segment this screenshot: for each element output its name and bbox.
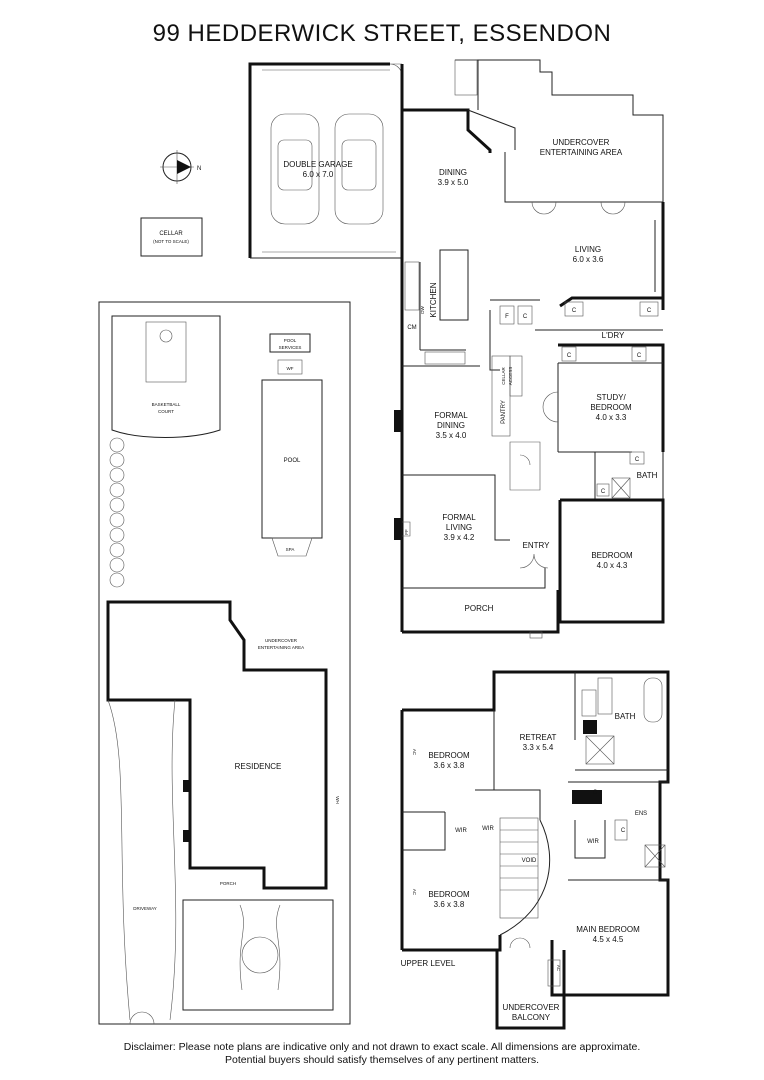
ff-label: FF <box>404 529 409 535</box>
cupboard-label: C <box>601 489 606 495</box>
cellar-access-label-2: ACCESS <box>508 367 513 386</box>
wf-label: WF <box>287 366 294 371</box>
cupboard-label: C <box>637 353 642 359</box>
main-bedroom-size: 4.5 x 4.5 <box>593 935 624 944</box>
cupboard-label: C <box>621 828 626 834</box>
living-size: 6.0 x 3.6 <box>573 255 604 264</box>
main-bedroom-label: MAIN BEDROOM <box>576 925 640 934</box>
pool-services-label: POOL <box>284 338 297 343</box>
dining-label: DINING <box>439 168 467 177</box>
wh-label: WH <box>335 796 340 804</box>
dw-label: DW <box>420 306 425 314</box>
wir-label: WIR <box>587 839 599 845</box>
balcony-label-2: BALCONY <box>512 1013 551 1022</box>
cm-label: CM <box>407 325 416 331</box>
retreat-label: RETREAT <box>520 733 557 742</box>
cellar-note: (NOT TO SCALE) <box>153 239 189 244</box>
study-size: 4.0 x 3.3 <box>596 413 627 422</box>
entertaining-label: UNDERCOVER <box>553 138 610 147</box>
ac-label: AC <box>412 889 417 896</box>
upper-level <box>400 670 670 1030</box>
site-plan <box>98 301 351 1025</box>
disclaimer-line-2: Potential buyers should satisfy themselv… <box>225 1054 539 1066</box>
cupboard-label: C <box>567 353 572 359</box>
car-icon <box>334 113 384 225</box>
garage-label: DOUBLE GARAGE <box>283 160 352 169</box>
bedroom-label: BEDROOM <box>591 551 633 560</box>
residence-label: RESIDENCE <box>235 762 282 771</box>
formal-dining-label-2: DINING <box>437 421 465 430</box>
compass-icon: N <box>160 150 201 184</box>
balcony-label: UNDERCOVER <box>503 1003 560 1012</box>
ac-label: AC <box>412 749 417 756</box>
kitchen-label: KITCHEN <box>429 282 438 317</box>
basketball-label: BASKETBALL <box>152 402 181 407</box>
entry-label: ENTRY <box>523 541 551 550</box>
compass-label: N <box>197 166 201 172</box>
cellar-box: CELLAR (NOT TO SCALE) <box>140 217 203 257</box>
study-label: STUDY/ <box>596 393 626 402</box>
upper-bedroom-size: 3.6 x 3.8 <box>434 761 465 770</box>
garage-size: 6.0 x 7.0 <box>303 170 334 179</box>
formal-living-label-2: LIVING <box>446 523 472 532</box>
cupboard-label: C <box>523 314 528 320</box>
bath-label: BATH <box>637 471 658 480</box>
cupboard-label: C <box>593 790 598 796</box>
page-title: 99 HEDDERWICK STREET, ESSENDON <box>152 20 612 47</box>
cellar-access-label: CELLAR <box>501 366 506 384</box>
cellar-label: CELLAR <box>159 231 183 237</box>
formal-dining-size: 3.5 x 4.0 <box>436 431 467 440</box>
car-icon <box>270 113 320 225</box>
wir-label: WIR <box>455 828 467 834</box>
pool-label: POOL <box>284 458 301 464</box>
site-entertaining-label-2: ENTERTAINING AREA <box>258 645 304 650</box>
cupboard-label: C <box>647 308 652 314</box>
living-label: LIVING <box>575 245 601 254</box>
study-label-2: BEDROOM <box>590 403 632 412</box>
upper-bath-label: BATH <box>615 712 636 721</box>
formal-living-size: 3.9 x 4.2 <box>444 533 475 542</box>
spa-label: SPA <box>286 547 295 552</box>
upper-bedroom-2-label: BEDROOM <box>428 890 470 899</box>
formal-dining-label: FORMAL <box>434 411 468 420</box>
upper-bedroom-label: BEDROOM <box>428 751 470 760</box>
void-label: VOID <box>522 858 537 864</box>
ac-label: AC <box>556 965 561 972</box>
entertaining-label-2: ENTERTAINING AREA <box>540 148 623 157</box>
upper-level-label: UPPER LEVEL <box>401 959 456 968</box>
pantry-label: PANTRY <box>501 400 507 424</box>
cupboard-label: C <box>635 457 640 463</box>
porch-label: PORCH <box>465 604 494 613</box>
cupboard-label: C <box>572 308 577 314</box>
hedge-row <box>109 437 125 588</box>
disclaimer: Disclaimer: Please note plans are indica… <box>0 1041 764 1067</box>
disclaimer-line-1: Disclaimer: Please note plans are indica… <box>123 1041 641 1053</box>
ens-label: ENS <box>635 811 647 817</box>
upper-bedroom-2-size: 3.6 x 3.8 <box>434 900 465 909</box>
laundry-label: L'DRY <box>602 331 625 340</box>
retreat-size: 3.3 x 5.4 <box>523 743 554 752</box>
site-porch-label: PORCH <box>220 881 236 886</box>
basketball-label-2: COURT <box>158 409 174 414</box>
driveway-label: DRIVEWAY <box>133 906 157 911</box>
formal-living-label: FORMAL <box>442 513 476 522</box>
fridge-label: F <box>505 314 509 320</box>
wir-label: WIR <box>482 826 494 832</box>
site-entertaining-label: UNDERCOVER <box>265 638 298 643</box>
dining-size: 3.9 x 5.0 <box>438 178 469 187</box>
bedroom-size: 4.0 x 4.3 <box>597 561 628 570</box>
pool-services-label-2: SERVICES <box>279 345 302 350</box>
ground-floor <box>248 59 665 639</box>
